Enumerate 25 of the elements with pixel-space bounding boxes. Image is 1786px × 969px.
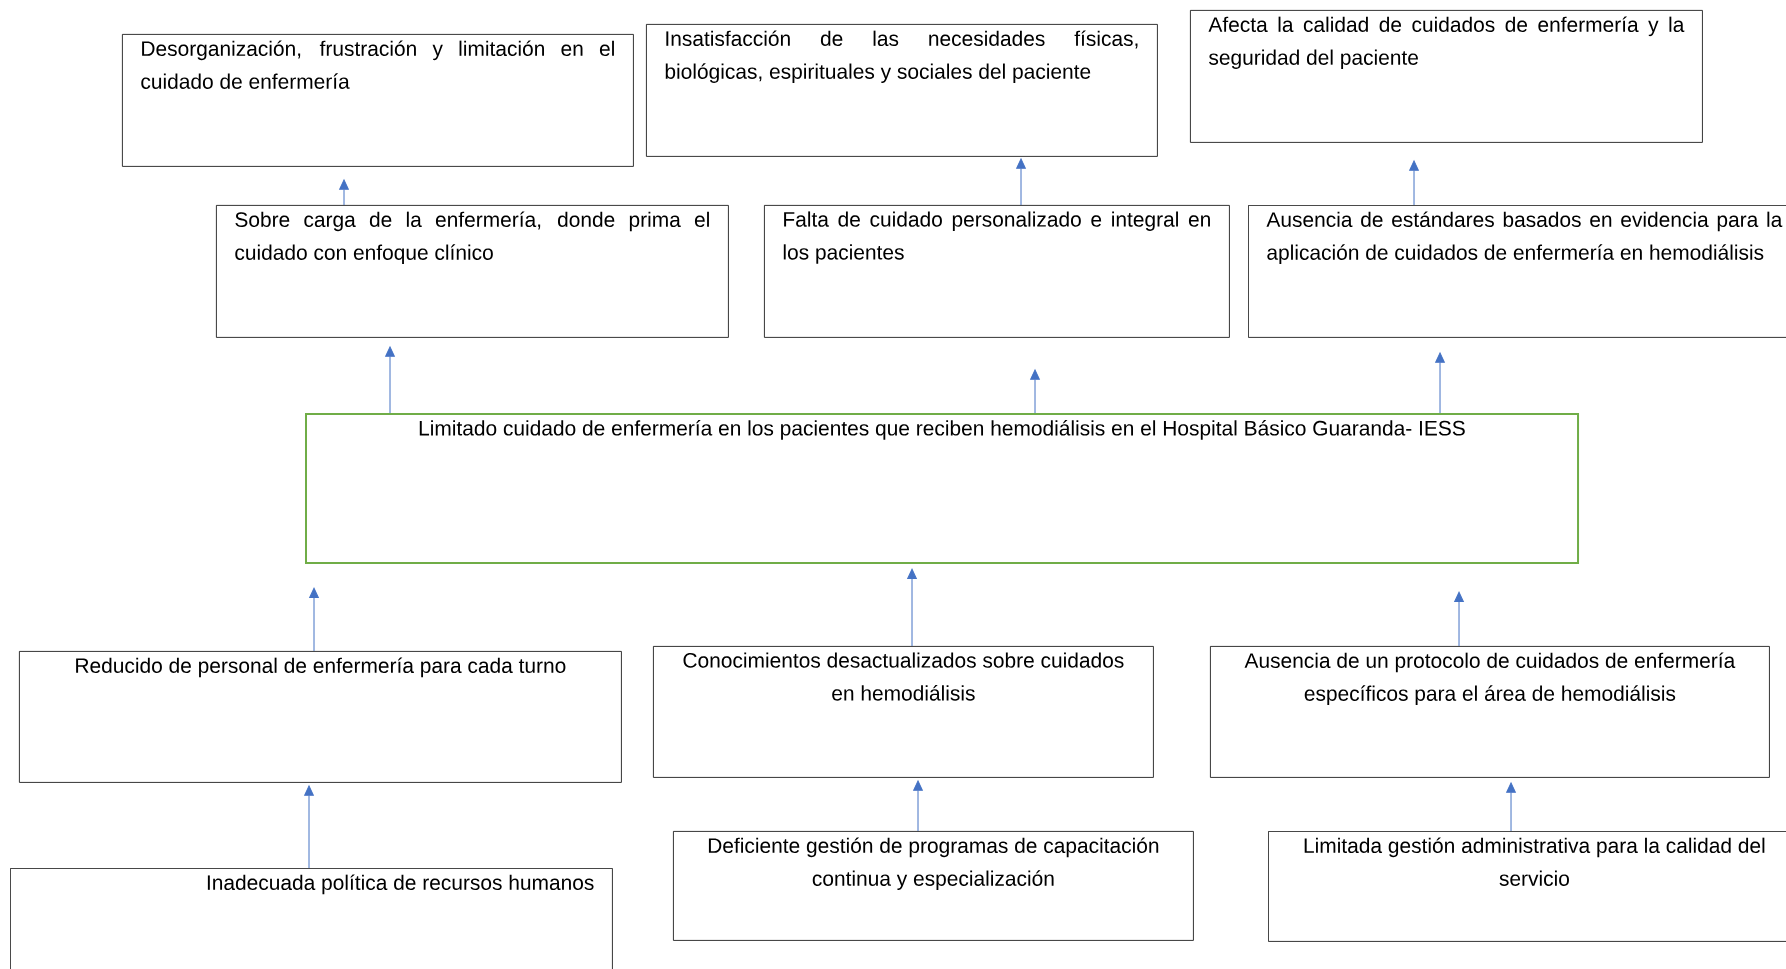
arrow: [1016, 158, 1026, 206]
effect-box: Falta de cuidado personalizado e integral en los pacientes: [764, 205, 1230, 338]
arrow: [1030, 369, 1040, 414]
arrow: [907, 568, 917, 647]
cause-box: Deficiente gestión de programas de capacitación continua y especialización: [673, 831, 1194, 941]
effect-box: Insatisfacción de las necesidades físicas, biológicas, espirituales y sociales del paciente: [646, 24, 1158, 157]
cause-box: Ausencia de un protocolo de cuidados de enfermería específicos para el área de hemodiálisis: [1210, 646, 1770, 778]
arrow: [1435, 352, 1445, 414]
arrow: [1454, 591, 1464, 647]
arrow: [309, 587, 319, 652]
cause-box: Limitada gestión administrativa para la calidad del servicio: [1268, 831, 1786, 942]
arrow: [1506, 782, 1516, 832]
effect-box: Ausencia de estándares basados en evidencia para la aplicación de cuidados de enfermería en hemodiálisis: [1248, 205, 1786, 338]
arrow: [1409, 160, 1419, 206]
effect-box: Desorganización, frustración y limitación en el cuidado de enfermería: [122, 34, 634, 167]
cause-box: Reducido de personal de enfermería para cada turno: [19, 651, 622, 783]
arrow: [304, 785, 314, 869]
effect-box: Sobre carga de la enfermería, donde prima el cuidado con enfoque clínico: [216, 205, 729, 338]
arrow: [339, 179, 349, 206]
effect-box: Afecta la calidad de cuidados de enfermería y la seguridad del paciente: [1190, 10, 1703, 143]
arrow: [385, 346, 395, 414]
cause-box: Inadecuada política de recursos humanos: [10, 868, 613, 969]
arrow: [913, 780, 923, 832]
problem-box: Limitado cuidado de enfermería en los pacientes que reciben hemodiálisis en el Hospital Básico Guaranda- IESS: [305, 413, 1580, 564]
cause-box: Conocimientos desactualizados sobre cuidados en hemodiálisis: [653, 646, 1154, 778]
